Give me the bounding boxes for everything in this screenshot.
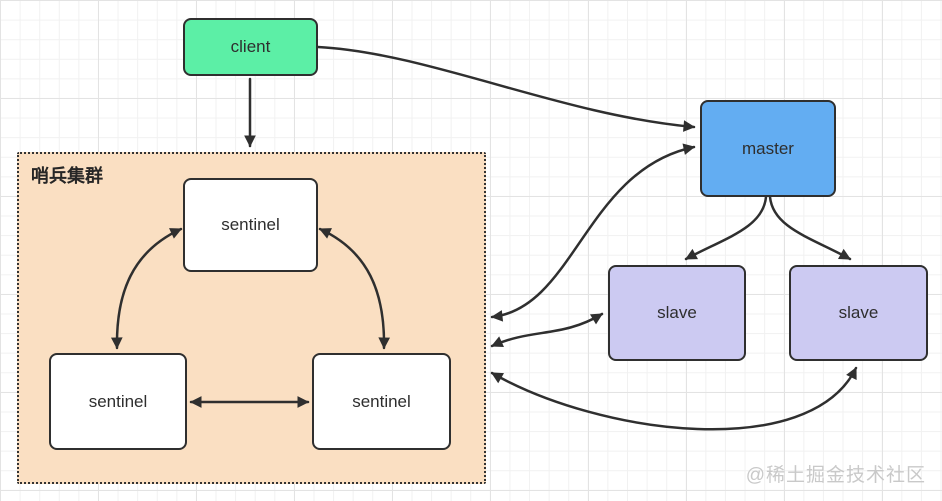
node-master: master [700, 100, 836, 197]
node-sentinel-right: sentinel [312, 353, 451, 450]
edge-cluster-slave1 [490, 312, 604, 348]
node-slave-1: slave [608, 265, 746, 361]
node-client: client [183, 18, 318, 76]
node-sentinel-top: sentinel [183, 178, 318, 272]
edge-cluster-master [490, 143, 696, 322]
watermark: @稀土掘金技术社区 [745, 465, 926, 486]
edge-cluster-slave2 [490, 366, 858, 431]
edge-client-to-master [316, 45, 696, 132]
sentinel-cluster-label: 哨兵集群 [31, 166, 103, 186]
edge-master-to-slave2 [768, 195, 852, 261]
edge-master-to-slave1 [684, 195, 768, 261]
node-slave-2: slave [789, 265, 928, 361]
edge-sentineltop-sentinelleft [110, 227, 183, 350]
node-sentinel-left: sentinel [49, 353, 187, 450]
edge-sentineltop-sentinelright [318, 227, 391, 350]
